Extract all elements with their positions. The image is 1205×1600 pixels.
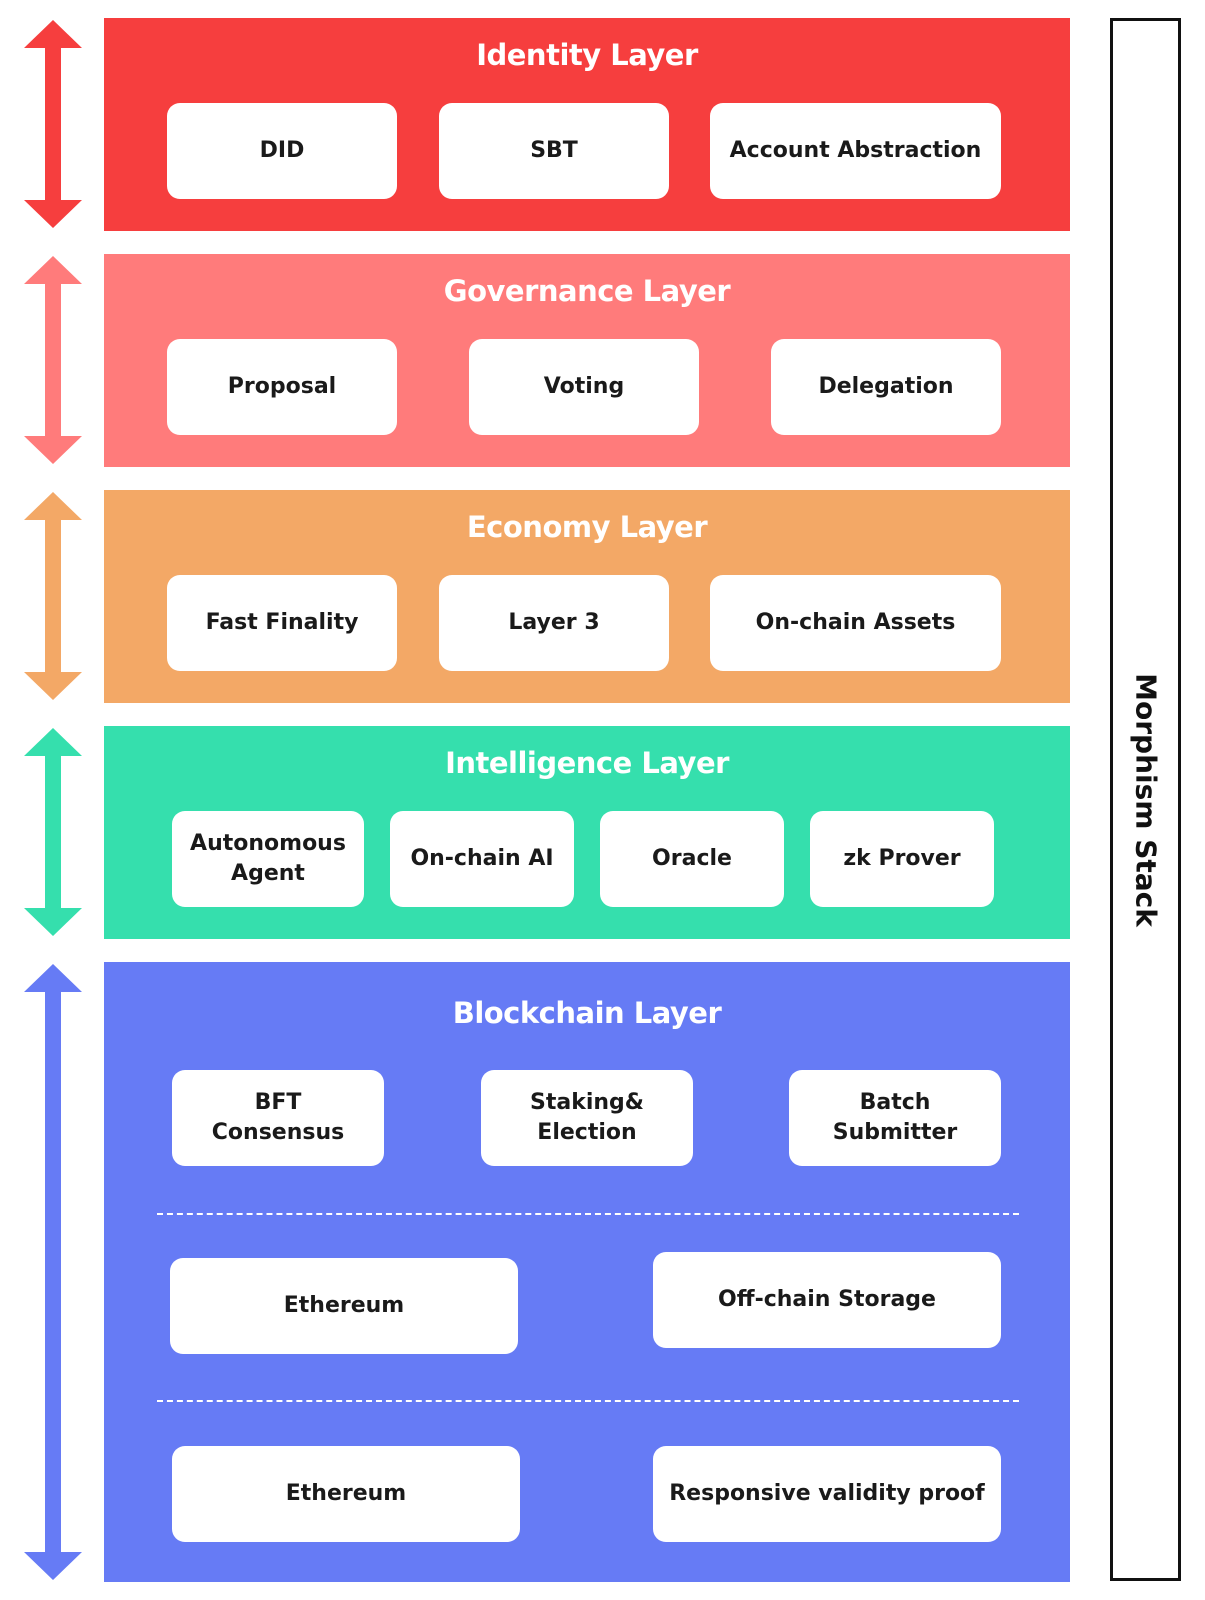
layer-3-box: Layer 3: [439, 575, 669, 671]
governance-arrow-icon: [24, 256, 82, 464]
layer-title: Intelligence Layer: [445, 746, 729, 780]
batch-submitter-box: Batch Submitter: [789, 1070, 1001, 1166]
governance-layer: Governance Layer Proposal Voting Delegat…: [104, 254, 1070, 467]
blockchain-arrow-icon: [24, 964, 82, 1580]
morphism-stack-frame: Morphism Stack: [1110, 18, 1181, 1581]
ethereum-box: Ethereum: [170, 1258, 518, 1354]
on-chain-assets-box: On-chain Assets: [710, 575, 1001, 671]
zk-prover-box: zk Prover: [810, 811, 994, 907]
autonomous-agent-box: Autonomous Agent: [172, 811, 364, 907]
voting-box: Voting: [469, 339, 699, 435]
layer-title: Blockchain Layer: [452, 996, 722, 1030]
sbt-box: SBT: [439, 103, 669, 199]
layer-title: Economy Layer: [466, 510, 708, 544]
divider: [157, 1400, 1019, 1402]
identity-layer: Identity Layer DID SBT Account Abstracti…: [104, 18, 1070, 231]
divider: [157, 1213, 1019, 1215]
off-chain-storage-box: Off-chain Storage: [653, 1252, 1001, 1348]
layer-title: Governance Layer: [443, 274, 731, 308]
morphism-stack-label: Morphism Stack: [1129, 672, 1162, 927]
economy-layer: Economy Layer Fast Finality Layer 3 On-c…: [104, 490, 1070, 703]
identity-arrow-icon: [24, 20, 82, 228]
blockchain-layer: Blockchain Layer BFT Consensus Staking& …: [104, 962, 1070, 1582]
bft-consensus-box: BFT Consensus: [172, 1070, 384, 1166]
on-chain-ai-box: On-chain AI: [390, 811, 574, 907]
intelligence-layer: Intelligence Layer Autonomous Agent On-c…: [104, 726, 1070, 939]
delegation-box: Delegation: [771, 339, 1001, 435]
staking-election-box: Staking& Election: [481, 1070, 693, 1166]
proposal-box: Proposal: [167, 339, 397, 435]
did-box: DID: [167, 103, 397, 199]
intelligence-arrow-icon: [24, 728, 82, 936]
oracle-box: Oracle: [600, 811, 784, 907]
layer-title: Identity Layer: [476, 38, 698, 72]
ethereum-box: Ethereum: [172, 1446, 520, 1542]
fast-finality-box: Fast Finality: [167, 575, 397, 671]
economy-arrow-icon: [24, 492, 82, 700]
account-abstraction-box: Account Abstraction: [710, 103, 1001, 199]
responsive-validity-proof-box: Responsive validity proof: [653, 1446, 1001, 1542]
